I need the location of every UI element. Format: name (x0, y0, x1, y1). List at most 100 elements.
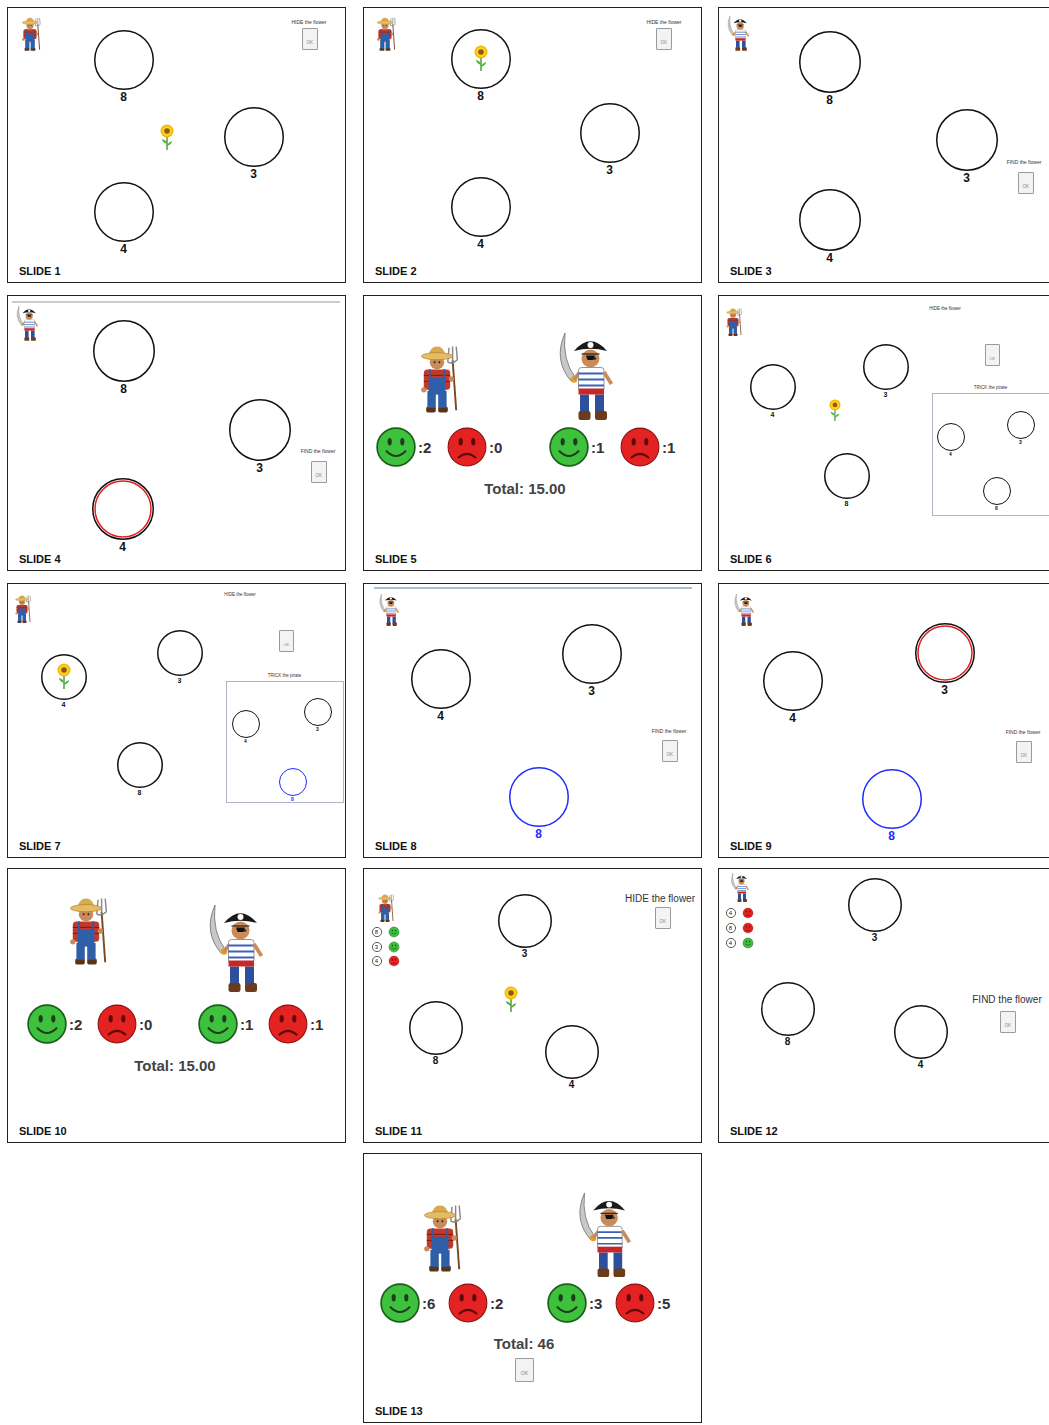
target-circle: 4 (451, 177, 511, 252)
score-count: :2 (418, 440, 431, 455)
circle-outline (848, 878, 902, 932)
circle-outline (763, 651, 823, 711)
sad-face (389, 956, 399, 966)
dot-number: 4 (726, 910, 736, 916)
pirate-icon (380, 594, 399, 626)
circle-number: 4 (799, 252, 861, 264)
circle-outline (894, 1005, 948, 1059)
button-text: OK (284, 643, 290, 647)
target-circle: 4 (232, 710, 260, 746)
circle-ring (411, 649, 470, 708)
circle-ring (894, 1005, 947, 1058)
circle-ring (451, 29, 510, 88)
circle-ring (824, 453, 869, 498)
ok-button: OK (515, 1358, 535, 1382)
circle-number: 3 (915, 684, 975, 696)
dot-number: 3 (372, 944, 382, 950)
circle-number: 4 (232, 739, 260, 744)
circle-number: 8 (94, 91, 154, 103)
circle-number: 8 (983, 506, 1011, 511)
slide-frame: SLIDE 11834OK384 (363, 868, 702, 1143)
target-circle: 8 (983, 477, 1011, 513)
pirate-figure (210, 905, 261, 992)
target-circle: 3 (936, 109, 998, 186)
ok-button: OK (1016, 741, 1033, 763)
slide-frame: SLIDE 6OK438TRICK the pirate438 (718, 295, 1049, 571)
circle-ring (750, 364, 795, 409)
circle-outline (1007, 411, 1035, 439)
instruction-text: FIND the flower (1006, 730, 1041, 735)
dot-number: 4 (726, 940, 736, 946)
circle-number: 3 (224, 168, 284, 180)
circle-outline (750, 364, 796, 410)
slide-label: SLIDE 1 (19, 266, 61, 277)
instruction-text: FIND the flower (301, 449, 336, 454)
circle-ring (92, 478, 153, 539)
circle-outline (451, 29, 511, 89)
target-circle: 8 (862, 769, 922, 844)
button-text: OK (316, 474, 323, 479)
button-text: OK (307, 41, 314, 46)
circle-number: 4 (894, 1060, 948, 1070)
result-dot: 8 (726, 923, 736, 933)
slide-label: SLIDE 9 (730, 841, 772, 852)
circle-ring (937, 423, 964, 450)
farmer-figure (424, 1206, 460, 1272)
sad-face (743, 923, 753, 933)
happy-face (548, 1284, 586, 1322)
target-circle: 4 (94, 182, 154, 257)
result-dot: 4 (726, 908, 736, 918)
happy-face (550, 428, 588, 466)
score-count: :6 (422, 1296, 435, 1311)
circle-number: 3 (229, 462, 291, 474)
score-count: :5 (657, 1296, 670, 1311)
circle-outline (562, 624, 622, 684)
target-circle: 4 (763, 651, 823, 726)
window-edge (12, 302, 340, 303)
button-text: OK (661, 41, 668, 46)
ok-button: OK (656, 28, 673, 50)
target-circle: 4 (750, 364, 796, 420)
circle-ring (983, 477, 1010, 504)
instruction-text: HIDE the flower (929, 307, 961, 312)
target-circle: 4 (799, 189, 861, 266)
pirate-icon (728, 16, 749, 51)
dot-number: 8 (372, 929, 382, 935)
ok-button: OK (1018, 172, 1035, 194)
flower-icon (58, 664, 71, 690)
circle-number: 8 (799, 94, 861, 106)
button-text: OK (1021, 754, 1028, 759)
circle-outline (863, 344, 909, 390)
circle-number: 3 (562, 685, 622, 697)
circle-number: 3 (157, 677, 203, 684)
panel-heading: TRICK the pirate (227, 674, 343, 679)
circle-ring (451, 177, 510, 236)
flower-icon (161, 125, 174, 151)
instruction-text: HIDE the flower (646, 20, 681, 25)
sad-face (621, 428, 659, 466)
selection-ring (95, 481, 151, 537)
target-circle: 4 (411, 649, 471, 724)
slide-frame: SLIDE 13OK (363, 1153, 702, 1423)
dot-ring (372, 956, 381, 965)
instruction-text: FIND the flower (972, 995, 1041, 1005)
sad-face (98, 1005, 136, 1043)
circle-ring (224, 107, 283, 166)
circle-outline (304, 698, 332, 726)
score-count: :3 (589, 1296, 602, 1311)
total-score: Total: 46 (494, 1336, 555, 1351)
target-circle: 3 (848, 878, 902, 945)
target-circle: 3 (157, 630, 203, 686)
ok-button: OK (302, 28, 319, 50)
target-circle: 3 (863, 344, 909, 400)
circle-ring (763, 651, 822, 710)
target-circle: 3 (562, 624, 622, 699)
slide-label: SLIDE 6 (730, 554, 772, 565)
circle-outline (799, 189, 861, 251)
circle-ring (862, 769, 921, 828)
farmer-icon (15, 596, 30, 624)
circle-outline (94, 182, 154, 242)
circle-outline (498, 894, 552, 948)
circle-number: 4 (763, 712, 823, 724)
